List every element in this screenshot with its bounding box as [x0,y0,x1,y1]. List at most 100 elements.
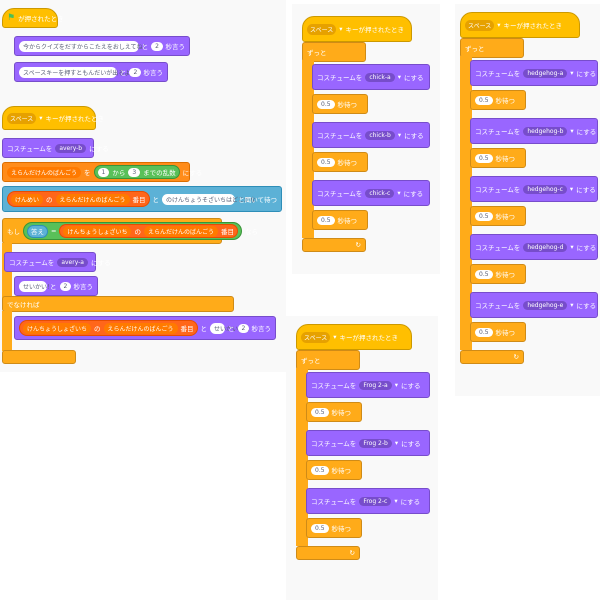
equals-operator[interactable]: 答え = けんちょうしょざいち の えらんだけんのばんごう 番目 [23,222,242,240]
secs-input[interactable]: 2 [129,67,141,77]
costume-dropdown[interactable]: Frog 2-b [359,438,392,448]
wait-secs-input[interactable]: 0.5 [317,99,335,109]
forever-block[interactable]: ずっと [302,42,366,62]
costume-dropdown[interactable]: hedgehog-e [523,300,568,310]
forever-c-arm [302,60,314,238]
wait-secs-input[interactable]: 0.5 [475,211,493,221]
switch-costume-block[interactable]: コスチュームを avery-b にする [2,138,109,158]
costume-dropdown[interactable]: Frog 2-a [359,380,392,390]
costume-prefix-label: コスチュームを [475,302,521,310]
say-for-secs-block[interactable]: せいかい！ と 2 秒言う [14,276,98,296]
say-for-secs-block[interactable]: 今からクイズをだすからこたえをおしえてね！ と 2 秒言う [14,36,190,56]
list-dropdown[interactable]: けんめい [11,193,44,205]
hat-label: キーが押されたとき [345,26,405,34]
forever-block[interactable]: ずっと [460,38,524,58]
wait-secs-input[interactable]: 0.5 [311,407,329,417]
costume-prefix-label: コスチュームを [475,244,521,252]
when-key-pressed-block[interactable]: スペース▾キーが押されたとき [302,16,412,42]
wait-secs-input[interactable]: 0.5 [475,95,493,105]
variable-dropdown[interactable]: えらんだけんのばんごう [7,166,82,178]
when-flag-clicked-block[interactable]: ⚑ が押されたとき [2,8,64,28]
forever-block[interactable]: ずっと [296,350,360,370]
say-for-secs-block[interactable]: スペースキーを押すともんだいが出るよ！ と 2 秒言う [14,62,168,82]
costume-dropdown[interactable]: hedgehog-b [523,126,568,136]
say-for-secs-block[interactable]: けんちょうしょざいち の えらんだけんのばんごう 番目 と せいかいだよ と 2… [14,316,276,340]
item-of-list-reporter[interactable]: けんちょうしょざいち の えらんだけんのばんごう 番目 [59,224,238,238]
loop-arrow-icon: ↻ [513,353,519,361]
say-text-input[interactable]: せいかい！ [19,280,53,292]
secs-input[interactable]: 2 [151,41,163,51]
forever-label: ずっと [301,357,321,365]
costume-dropdown[interactable]: hedgehog-c [523,184,567,194]
costume-suffix-label: にする [403,190,424,198]
key-dropdown[interactable]: スペース [7,112,37,124]
chevron-down-icon: ▾ [570,301,574,309]
pick-random-reporter[interactable]: 1 から 3 までの乱数 [93,165,180,179]
when-key-pressed-block[interactable]: スペース▾キーが押されたとき [296,324,412,350]
say-text-input[interactable]: 今からクイズをだすからこたえをおしえてね！ [19,40,149,52]
answer-reporter[interactable]: 答え [27,224,48,238]
costume-suffix-label: にする [576,70,597,78]
switch-costume-block[interactable]: コスチュームを avery-a にする [4,252,111,272]
key-dropdown[interactable]: スペース [465,19,495,31]
costume-suffix-label: にする [576,128,597,136]
question-text-input[interactable]: のけんちょうそざいちはどこかな [162,193,256,205]
when-key-pressed-block[interactable]: スペース ▾ キーが押されたとき [2,106,104,130]
costume-dropdown[interactable]: hedgehog-a [523,68,568,78]
key-dropdown[interactable]: スペース [307,23,337,35]
say-text-input[interactable]: スペースキーを押すともんだいが出るよ！ [19,66,136,78]
costume-dropdown[interactable]: chick-a [365,72,395,82]
costume-suffix-label: にする [401,440,421,448]
wait-secs-input[interactable]: 0.5 [317,215,335,225]
wait-secs-input[interactable]: 0.5 [311,523,329,533]
wait-secs-input[interactable]: 0.5 [317,157,335,167]
when-key-pressed-block[interactable]: スペース▾キーが押されたとき [460,12,580,38]
item-of-list-reporter[interactable]: けんめい の えらんだけんのばんごう 番目 [7,191,150,207]
chevron-down-icon: ▾ [397,73,401,81]
if-else-block[interactable]: もし 答え = けんちょうしょざいち の えらんだけんのばんごう 番目 なら [2,218,258,244]
wait-secs-input[interactable]: 0.5 [475,269,493,279]
set-variable-block[interactable]: えらんだけんのばんごう を 1 から 3 までの乱数 にする [2,162,202,182]
secs-input[interactable]: 2 [237,323,249,333]
costume-dropdown[interactable]: chick-b [365,130,395,140]
wait-secs-input[interactable]: 0.5 [311,465,329,475]
chevron-down-icon: ▾ [497,21,501,29]
wait-secs-input[interactable]: 0.5 [475,327,493,337]
secs-input[interactable]: 2 [59,281,71,291]
say-text-input[interactable]: せいかいだよ [210,322,250,334]
costume-dropdown[interactable]: chick-c [365,188,395,198]
costume-prefix-label: コスチュームを [317,132,363,140]
item-of-list-reporter[interactable]: けんちょうしょざいち の えらんだけんのばんごう 番目 [19,320,198,336]
wait-suffix-label: 秒待つ [495,155,516,163]
loop-arrow-icon: ↻ [349,549,355,557]
ask-and-wait-block[interactable]: けんめい の えらんだけんのばんごう 番目 と のけんちょうそざいちはどこかな … [2,186,282,212]
costume-dropdown[interactable]: hedgehog-d [523,242,568,252]
wait-secs-input[interactable]: 0.5 [475,153,493,163]
costume-dropdown[interactable]: avery-b [55,143,87,153]
costume-dropdown[interactable]: avery-a [57,257,88,267]
key-dropdown[interactable]: スペース [301,331,331,343]
costume-dropdown[interactable]: Frog 2-c [359,496,392,506]
